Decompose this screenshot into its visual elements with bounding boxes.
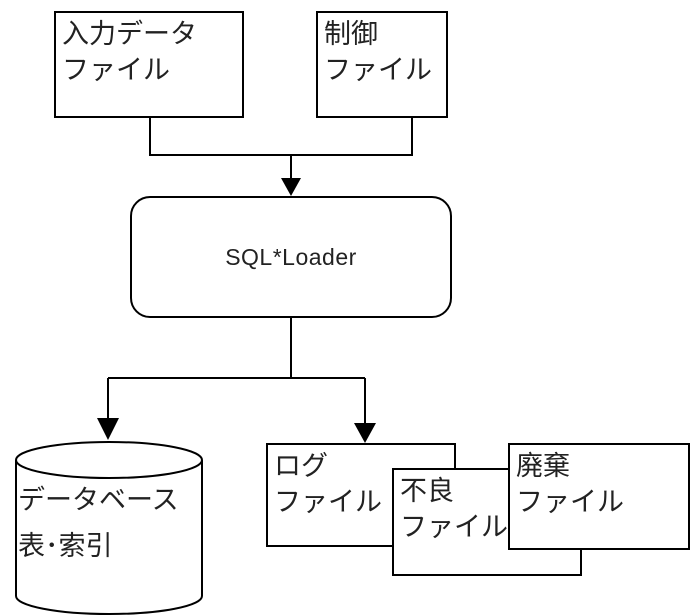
bad-file-line2: ファイル [400,512,508,543]
log-file-line1: ログ [274,451,328,482]
input-merge-connector [149,118,413,180]
arrow-into-sqlloader [281,178,301,196]
database-cylinder [15,441,203,615]
discard-file-label: 廃棄 ファイル [516,449,624,521]
output-branch-connector [107,318,366,425]
discard-file-line2: ファイル [516,487,624,518]
input-data-file-line1: 入力データ [62,19,197,50]
discard-file-box: 廃棄 ファイル [508,443,690,550]
control-file-box: 制御 ファイル [316,11,448,118]
database-label: データベース 表･索引 [18,478,179,570]
database-line1: データベース [18,485,179,516]
input-data-file-line2: ファイル [62,55,170,86]
sqlloader-label: SQL*Loader [225,243,357,270]
bad-file-line1: 不良 [400,476,454,507]
sqlloader-process-box: SQL*Loader [130,196,452,318]
database-line2: 表･索引 [18,531,113,562]
log-file-label: ログ ファイル [274,449,382,521]
log-file-line2: ファイル [274,487,382,518]
input-data-file-box: 入力データ ファイル [54,11,244,118]
control-file-label: 制御 ファイル [324,17,432,89]
bad-file-label: 不良 ファイル [400,474,508,546]
discard-file-line1: 廃棄 [516,451,570,482]
arrow-into-database [97,418,119,440]
control-file-line1: 制御 [324,19,378,50]
input-data-file-label: 入力データ ファイル [62,17,197,89]
control-file-line2: ファイル [324,55,432,86]
arrow-into-log-file [354,423,376,443]
